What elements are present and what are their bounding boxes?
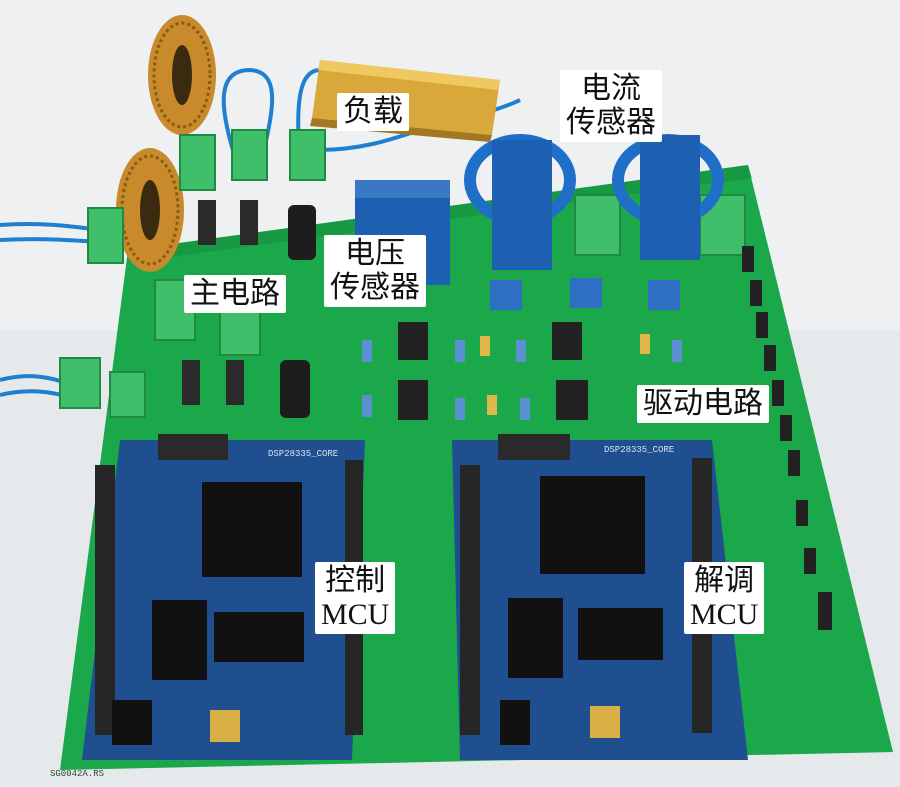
label-drive-circuit: 驱动电路 [637,385,769,423]
label-load: 负载 [337,93,409,131]
inductor-bottom [116,148,184,272]
demod-core-board: DSP28335_CORE [452,434,748,760]
label-demod-mcu: 解调 MCU [684,562,765,634]
label-control-mcu: 控制 MCU [315,562,396,634]
dsp-label-right: DSP28335_CORE [604,445,674,455]
dsp-label-left: DSP28335_CORE [268,449,338,459]
inductor-top [148,15,216,135]
label-voltage-sensor: 电压 传感器 [324,235,426,307]
label-current-sensor: 电流 传感器 [560,70,662,142]
resistors [362,340,682,420]
small-caps [480,334,650,415]
label-main-circuit: 主电路 [184,275,286,313]
driver-chips [398,322,588,420]
power-transistors [182,200,258,405]
current-sensors [464,134,724,270]
board-id-text: SG0042A.RS [50,769,104,779]
trim-pots [490,278,680,310]
capacitors [280,205,316,418]
right-headers [742,246,832,630]
